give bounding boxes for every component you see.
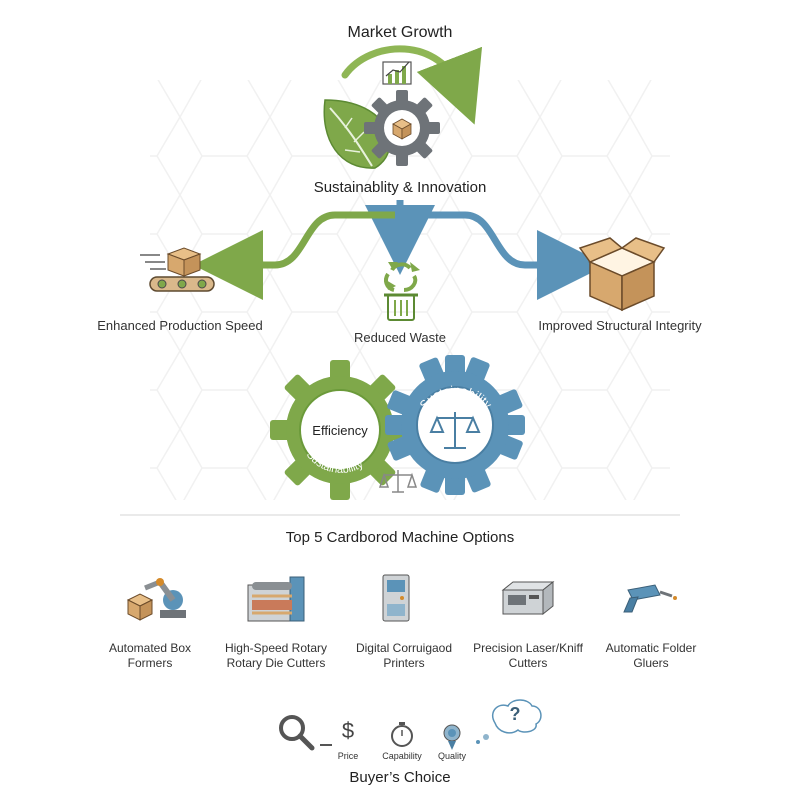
quality-label: Quality — [437, 751, 466, 761]
open-box-icon — [578, 237, 666, 312]
robot-arm-icon — [126, 578, 186, 621]
buyers-choice-title: Buyer’s Choice — [349, 769, 451, 786]
market-growth-title: Market Growth — [347, 24, 453, 41]
machine-label-laser-cutters: Precision Laser/Kniff Cutters — [458, 641, 598, 671]
machine-label-line: Automated Box — [108, 641, 192, 655]
gear-icon — [364, 90, 440, 166]
machine-label-line: Gluers — [633, 656, 669, 670]
machine-label-line: Automatic Folder — [605, 641, 697, 655]
machine-label-line: High-Speed Rotary — [224, 641, 328, 655]
laser-cutter-icon — [501, 580, 555, 616]
thought-bubble-icon — [476, 699, 542, 744]
machine-label-line: Precision Laser/Kniff — [473, 641, 583, 655]
machine-label-line: Printers — [383, 656, 425, 670]
efficiency-label: Efficiency — [312, 423, 368, 438]
rotary-cutter-icon — [247, 576, 305, 622]
center-label: Sustainablity & Innovation — [313, 179, 487, 196]
stopwatch-icon — [391, 722, 413, 747]
price-label: Price — [337, 751, 359, 761]
branch-label-speed: Enhanced Production Speed — [97, 318, 263, 333]
machine-label-line: Rotary Die Cutters — [226, 656, 326, 670]
machine-label-line: Formers — [127, 656, 173, 670]
small-scale-icon — [378, 470, 418, 493]
printer-cabinet-icon — [382, 574, 410, 622]
machine-label-box-formers: Automated Box Formers — [80, 641, 220, 671]
balance-scale-icon — [429, 412, 481, 449]
question-mark: ? — [509, 704, 521, 724]
machine-label-line: Cutters — [508, 656, 548, 670]
left-branch-arrow — [193, 211, 395, 300]
machine-label-folder-gluers: Automatic Folder Gluers — [581, 641, 721, 671]
efficiency-gear — [270, 360, 410, 500]
conveyor-box-icon — [140, 247, 215, 292]
growth-arrow — [341, 45, 482, 125]
recycle-bin-icon — [384, 262, 420, 321]
branch-label-waste: Reduced Waste — [353, 330, 446, 345]
capability-label: Capability — [382, 751, 422, 761]
price-symbol: $ — [341, 718, 355, 743]
machines-section-title: Top 5 Cardborod Machine Options — [285, 529, 515, 546]
branch-label-integrity: Improved Structural Integrity — [538, 318, 702, 333]
right-branch-arrow — [405, 211, 607, 300]
medal-icon — [443, 724, 461, 750]
machine-label-die-cutters: High-Speed Rotary Rotary Die Cutters — [206, 641, 346, 671]
bar-chart-icon — [382, 61, 412, 85]
machine-label-line: Digital Corruigaod — [355, 641, 453, 655]
magnifier-icon — [279, 715, 315, 751]
machine-label-printers: Digital Corruigaod Printers — [334, 641, 474, 671]
glue-gun-icon — [623, 584, 677, 613]
